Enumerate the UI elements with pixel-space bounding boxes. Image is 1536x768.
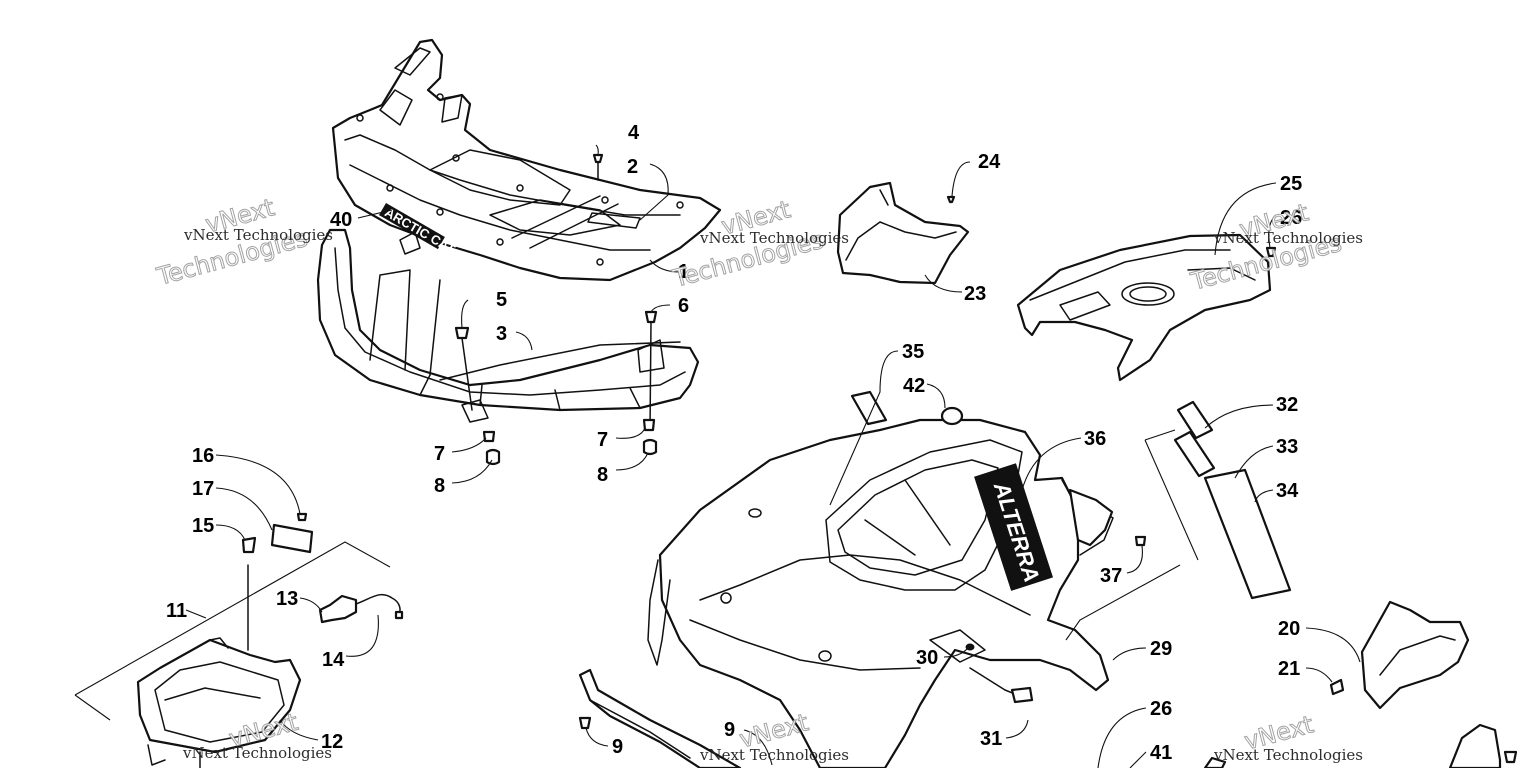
callout-8a: 8 — [434, 475, 445, 497]
watermark-text-4: vNext Technologies — [182, 744, 332, 762]
callout-33: 33 — [1276, 436, 1298, 458]
visor-panel — [836, 181, 970, 285]
callout-30: 30 — [916, 647, 938, 669]
callout-7a: 7 — [434, 443, 445, 465]
callout-4: 4 — [628, 122, 640, 144]
watermark-text-2: vNext Technologies — [699, 229, 849, 247]
callout-36: 36 — [1084, 428, 1106, 450]
callout-13: 13 — [276, 588, 298, 610]
callout-7b: 7 — [597, 429, 608, 451]
callout-21: 21 — [1278, 658, 1300, 680]
callout-1: 1 — [678, 261, 689, 283]
watermark-text-5: vNext Technologies — [699, 746, 849, 764]
callout-22: 23 — [964, 283, 986, 305]
callout-41: 41 — [1150, 742, 1172, 764]
side-decals — [1173, 400, 1292, 600]
callout-23: 24 — [978, 151, 1001, 173]
callout-42: 42 — [903, 375, 925, 397]
watermark-text-3: vNext Technologies — [1213, 229, 1363, 247]
callout-14: 14 — [322, 649, 345, 671]
callout-26: 26 — [1150, 698, 1172, 720]
callout-37: 37 — [1100, 565, 1122, 587]
front-hood: ALTERRA — [647, 390, 1147, 768]
callout-15: 15 — [192, 515, 214, 537]
callout-32: 32 — [1276, 394, 1298, 416]
callout-40: 40 — [330, 209, 352, 231]
leader-lines — [74, 144, 1361, 768]
callout-24: 25 — [1280, 173, 1302, 195]
callout-5: 5 — [496, 289, 507, 311]
callout-34: 34 — [1276, 480, 1299, 502]
callout-17: 17 — [192, 478, 214, 500]
callout-25: 26 — [1280, 207, 1302, 229]
watermark-text-1: vNext Technologies — [183, 226, 333, 244]
right-fender-extension — [1203, 600, 1518, 768]
callout-2: 2 — [627, 156, 638, 178]
front-rack: ARCTIC CAT — [331, 38, 722, 282]
callout-20: 20 — [1278, 618, 1300, 640]
callout-9a: 9 — [612, 736, 623, 758]
callout-6: 6 — [678, 295, 689, 317]
callout-9b: 9 — [724, 719, 735, 741]
headlight-assembly — [136, 512, 404, 768]
callout-3: 3 — [496, 323, 507, 345]
hardware-bolts — [454, 153, 658, 466]
callout-8b: 8 — [597, 464, 608, 486]
callout-16: 16 — [192, 445, 214, 467]
front-bumper — [316, 228, 700, 423]
rear-cover — [1016, 233, 1277, 382]
lower-grille — [578, 668, 742, 768]
callout-29: 29 — [1150, 638, 1172, 660]
callout-12: 12 — [321, 731, 343, 753]
callout-labels: 2 4 1 40 5 6 3 7 8 7 8 24 23 25 26 35 42… — [166, 122, 1302, 764]
callout-11: 11 — [166, 600, 187, 622]
callout-35: 35 — [902, 341, 924, 363]
callout-31: 31 — [980, 728, 1002, 750]
watermark-text-6: vNext Technologies — [1213, 746, 1363, 764]
